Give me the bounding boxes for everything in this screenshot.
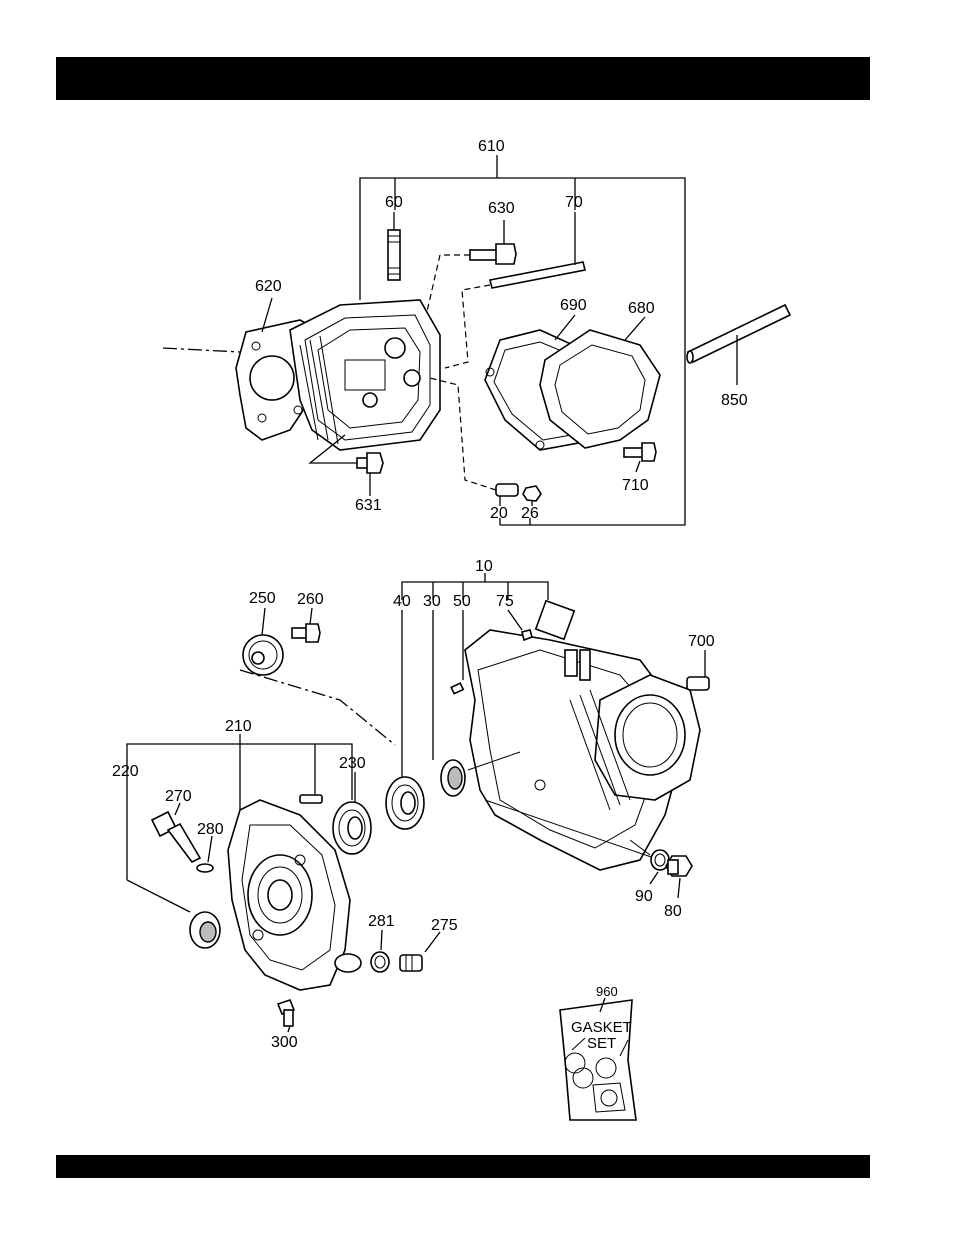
label-300: 300 [271,1034,298,1051]
label-630: 630 [488,200,515,217]
label-80: 80 [664,903,682,920]
drain-plug-275 [400,932,440,971]
head-outline [163,348,240,352]
label-70: 70 [565,194,583,211]
label-690: 690 [560,297,587,314]
label-275: 275 [431,917,458,934]
dowel-700 [687,650,709,690]
label-26: 26 [521,505,539,522]
label-710: 710 [622,477,649,494]
label-680: 680 [628,300,655,317]
bolt-710 [624,443,656,472]
label-620: 620 [255,278,282,295]
label-631: 631 [355,497,382,514]
gasket-set-line2: SET [587,1035,616,1052]
label-50: 50 [453,593,471,610]
stud-60 [388,212,400,280]
bolt-630 [425,220,516,320]
crank-gear-250 [243,608,283,675]
label-220: 220 [112,763,139,780]
label-75: 75 [496,593,514,610]
drain-plug-80 [666,856,692,898]
cover-dowel [300,795,322,803]
dowel-26 [523,486,541,506]
label-281: 281 [368,913,395,930]
label-270: 270 [165,788,192,805]
bearing-40 [386,610,424,829]
label-90: 90 [635,888,653,905]
label-260: 260 [297,591,324,608]
label-960: 960 [596,984,618,999]
label-850: 850 [721,392,748,409]
label-230: 230 [339,755,366,772]
label-40: 40 [393,593,411,610]
label-10: 10 [475,558,493,575]
label-280: 280 [197,821,224,838]
label-610: 610 [478,138,505,155]
label-250: 250 [249,590,276,607]
dipstick-270 [152,803,200,862]
label-700: 700 [688,633,715,650]
label-60: 60 [385,194,403,211]
oil-seal-220 [190,912,220,948]
washer-281 [371,930,389,972]
o-ring-280 [197,836,213,872]
bolt-300 [278,1000,294,1032]
pin-50 [451,610,463,694]
label-30: 30 [423,593,441,610]
label-210: 210 [225,718,252,735]
crankcase [465,601,700,870]
tube-850 [687,305,790,385]
cylinder-head [290,300,440,450]
gasket-set-line1: GASKET [571,1019,632,1036]
gasket-set-960 [560,998,636,1120]
label-20: 20 [490,505,508,522]
